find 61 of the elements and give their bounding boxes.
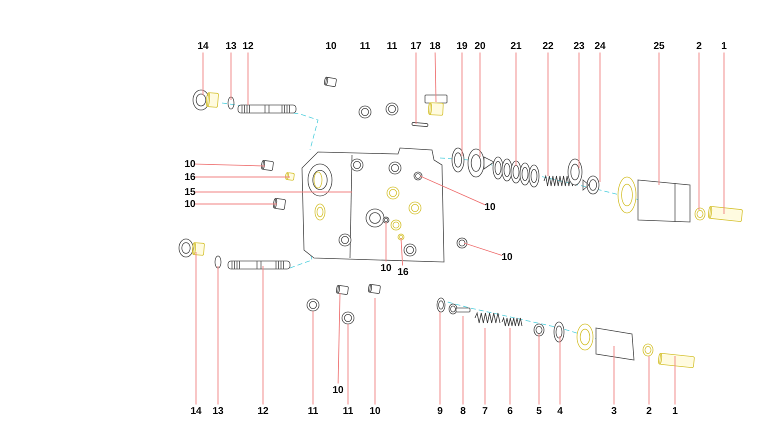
leader-line [338,292,340,384]
callout-number: 19 [454,40,470,52]
callout-number: 11 [384,40,400,52]
leader-line [230,52,232,100]
callout-number: 13 [223,40,239,52]
callout-number: 13 [210,406,226,416]
callout-number: 22 [540,40,556,52]
leader-line [464,242,502,256]
leader-line [658,52,660,186]
callout-number: 3 [606,406,622,416]
callout-number: 2 [691,40,707,52]
callout-number: 10 [182,198,198,210]
leader-line [262,266,264,405]
callout-number: 24 [592,40,608,52]
callout-number: 10 [367,406,383,416]
callout-number: 10 [182,158,198,170]
callout-number: 10 [323,40,339,52]
callout-number: 16 [395,266,411,278]
callout-number: 10 [482,202,498,212]
callout-number: 8 [455,406,471,416]
callout-number: 12 [240,40,256,52]
callout-number: 9 [432,406,448,416]
callout-number: 2 [641,406,657,416]
callout-number: 11 [305,406,321,416]
leader-line [194,176,290,178]
leader-line [698,52,700,210]
callout-number: 21 [508,40,524,52]
callout-number: 4 [552,406,568,416]
leader-line [648,356,650,405]
callout-number: 16 [182,172,198,182]
leader-line [674,356,676,405]
callout-number: 14 [188,406,204,416]
leader-line [312,310,314,405]
callout-number: 10 [499,252,515,262]
callout-number: 20 [472,40,488,52]
leader-line [374,298,376,405]
leader-line [578,52,580,168]
leader-line [538,334,540,405]
callout-number: 7 [477,406,493,416]
leader-line [420,176,486,206]
callout-number: 17 [408,40,424,52]
callout-number: 1 [667,406,683,416]
callout-number: 11 [357,40,373,52]
callout-number: 25 [651,40,667,52]
leader-line [434,52,436,102]
callout-number: 6 [502,406,518,416]
callout-number: 10 [378,262,394,274]
leader-line [484,328,486,405]
callout-number: 10 [330,384,346,396]
leader-line [400,238,404,266]
callout-number: 15 [182,186,198,198]
callout-number: 1 [716,40,732,52]
callout-number: 14 [195,40,211,52]
leader-line [194,164,266,166]
callout-number: 12 [255,406,271,416]
callout-number: 23 [571,40,587,52]
leader-line [202,52,204,96]
leader-line [462,316,464,405]
callout-number: 18 [427,40,443,52]
callout-number: 11 [340,406,356,416]
callout-number: 5 [531,406,547,416]
